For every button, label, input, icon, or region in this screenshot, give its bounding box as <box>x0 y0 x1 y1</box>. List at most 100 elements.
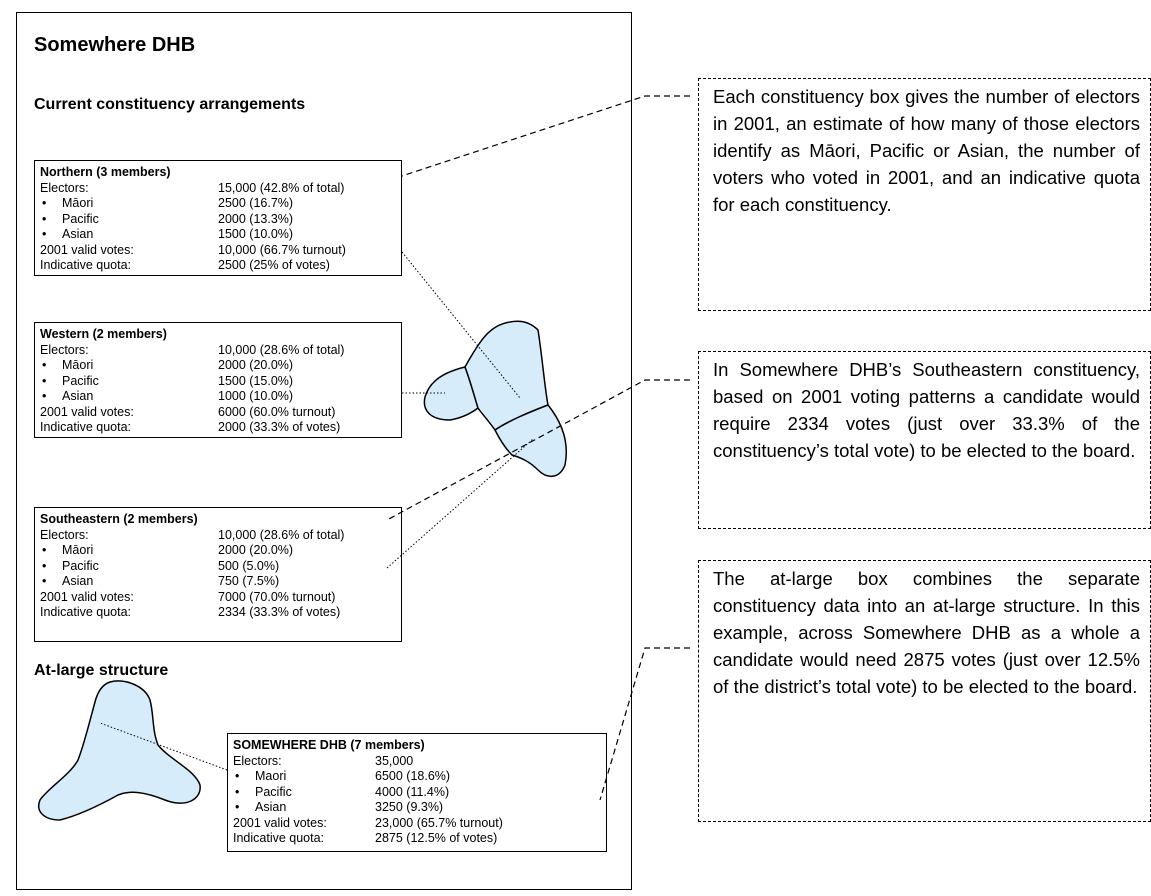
row-label: 2001 valid votes: <box>233 815 327 830</box>
row-value: 2000 (20.0%) <box>218 543 294 557</box>
row-value: 15,000 (42.8% of total) <box>218 180 345 195</box>
row-label: Asian <box>255 800 287 814</box>
row-value: 10,000 (28.6% of total) <box>218 527 345 542</box>
row-label: Electors: <box>40 342 89 357</box>
row-label: Electors: <box>40 180 89 195</box>
row-value: 2000 (33.3% of votes) <box>218 420 341 434</box>
bullet-glyph: • <box>42 196 47 210</box>
bullet-glyph: • <box>42 373 47 388</box>
row-label: 2001 valid votes: <box>40 404 134 419</box>
row-value: 10,000 (28.6% of total) <box>218 342 345 357</box>
box-header: Southeastern (2 members) <box>40 512 198 526</box>
row-label: Asian <box>62 389 94 403</box>
row-value: 35,000 <box>375 753 414 768</box>
bullet-glyph: • <box>42 358 47 372</box>
data-row: 2001 valid votes: 10,000 (66.7% turnout) <box>40 243 396 259</box>
row-value: 2334 (33.3% of votes) <box>218 605 341 619</box>
row-label: Maori <box>255 769 287 783</box>
data-row: 2001 valid votes: 23,000 (65.7% turnout) <box>233 816 601 832</box>
bullet-glyph: • <box>42 543 47 557</box>
bullet-glyph: • <box>235 800 240 814</box>
row-value: 750 (7.5%) <box>218 574 280 588</box>
box-rows: Electors: 10,000 (28.6% of total) • Māori 20… <box>40 343 396 436</box>
row-label: 2001 valid votes: <box>40 589 134 604</box>
data-row: • Māori 2000 (20.0%) <box>40 543 396 559</box>
data-row: 2001 valid votes: 6000 (60.0% turnout) <box>40 405 396 421</box>
data-row: Electors: 10,000 (28.6% of total) <box>40 343 396 359</box>
row-value: 2500 (16.7%) <box>218 196 294 210</box>
row-value: 500 (5.0%) <box>218 558 280 573</box>
row-value: 4000 (11.4%) <box>375 784 450 799</box>
box-rows: Electors: 15,000 (42.8% of total) • Māori 25… <box>40 181 396 274</box>
row-value: 23,000 (65.7% turnout) <box>375 815 503 830</box>
box-header: Western (2 members) <box>40 327 167 341</box>
row-value: 6500 (18.6%) <box>375 769 451 783</box>
row-label: Indicative quota: <box>233 831 325 845</box>
southeastern-box: Southeastern (2 members) Electors: 10,000… <box>34 507 402 642</box>
data-row: • Pacific 500 (5.0%) <box>40 559 396 575</box>
bullet-glyph: • <box>42 389 47 403</box>
row-label: Pacific <box>255 784 292 799</box>
data-row: Indicative quota: 2334 (33.3% of votes) <box>40 605 396 621</box>
data-row: • Pacific 2000 (13.3%) <box>40 212 396 228</box>
row-label: Pacific <box>62 211 99 226</box>
row-label: 2001 valid votes: <box>40 242 134 257</box>
western-box: Western (2 members) Electors: 10,000 (28.… <box>34 322 402 438</box>
box-header: SOMEWHERE DHB (7 members) <box>233 738 425 752</box>
data-row: 2001 valid votes: 7000 (70.0% turnout) <box>40 590 396 606</box>
data-row: • Māori 2500 (16.7%) <box>40 196 396 212</box>
row-label: Indicative quota: <box>40 420 132 434</box>
data-row: Indicative quota: 2875 (12.5% of votes) <box>233 831 601 847</box>
row-label: Pacific <box>62 558 99 573</box>
atlarge-box: SOMEWHERE DHB (7 members) Electors: 35,00… <box>227 733 607 852</box>
row-label: Indicative quota: <box>40 605 132 619</box>
northern-box: Northern (3 members) Electors: 15,000 (42… <box>34 160 402 276</box>
box-rows: Electors: 35,000 • Maori 6500 (18.6%) • Pacifi… <box>233 754 601 847</box>
row-label: Electors: <box>40 527 89 542</box>
box-rows: Electors: 10,000 (28.6% of total) • Māori 20… <box>40 528 396 621</box>
row-value: 1500 (15.0%) <box>218 373 294 388</box>
data-row: Electors: 10,000 (28.6% of total) <box>40 528 396 544</box>
data-row: • Asian 1000 (10.0%) <box>40 389 396 405</box>
data-row: Electors: 15,000 (42.8% of total) <box>40 181 396 197</box>
note-constituency-box: Each constituency box gives the number o… <box>698 78 1151 311</box>
row-value: 7000 (70.0% turnout) <box>218 589 336 604</box>
bullet-glyph: • <box>42 211 47 226</box>
row-value: 10,000 (66.7% turnout) <box>218 242 346 257</box>
data-row: Indicative quota: 2500 (25% of votes) <box>40 258 396 274</box>
bullet-glyph: • <box>42 227 47 241</box>
row-label: Electors: <box>233 753 282 768</box>
data-row: • Asian 1500 (10.0%) <box>40 227 396 243</box>
row-value: 2875 (12.5% of votes) <box>375 831 498 845</box>
data-row: • Asian 3250 (9.3%) <box>233 800 601 816</box>
row-label: Māori <box>62 196 94 210</box>
data-row: • Pacific 1500 (15.0%) <box>40 374 396 390</box>
data-row: Electors: 35,000 <box>233 754 601 770</box>
row-label: Indicative quota: <box>40 258 132 272</box>
page-title: Somewhere DHB <box>34 34 196 56</box>
row-label: Pacific <box>62 373 99 388</box>
row-label: Māori <box>62 543 94 557</box>
row-value: 2000 (20.0%) <box>218 358 294 372</box>
row-value: 2500 (25% of votes) <box>218 258 330 272</box>
bullet-glyph: • <box>42 574 47 588</box>
box-header: Northern (3 members) <box>40 165 171 179</box>
current-heading: Current constituency arrangements <box>34 96 306 113</box>
row-label: Māori <box>62 358 94 372</box>
data-row: Indicative quota: 2000 (33.3% of votes) <box>40 420 396 436</box>
row-value: 2000 (13.3%) <box>218 211 294 226</box>
note-southeastern: In Somewhere DHB’s Southeastern constitu… <box>698 351 1151 529</box>
row-value: 3250 (9.3%) <box>375 800 444 814</box>
data-row: • Maori 6500 (18.6%) <box>233 769 601 785</box>
atlarge-heading: At-large structure <box>34 662 169 679</box>
row-value: 1000 (10.0%) <box>218 389 294 403</box>
data-row: • Asian 750 (7.5%) <box>40 574 396 590</box>
bullet-glyph: • <box>42 558 47 573</box>
bullet-glyph: • <box>235 769 240 783</box>
data-row: • Māori 2000 (20.0%) <box>40 358 396 374</box>
row-label: Asian <box>62 574 94 588</box>
row-label: Asian <box>62 227 94 241</box>
row-value: 1500 (10.0%) <box>218 227 294 241</box>
row-value: 6000 (60.0% turnout) <box>218 404 336 419</box>
